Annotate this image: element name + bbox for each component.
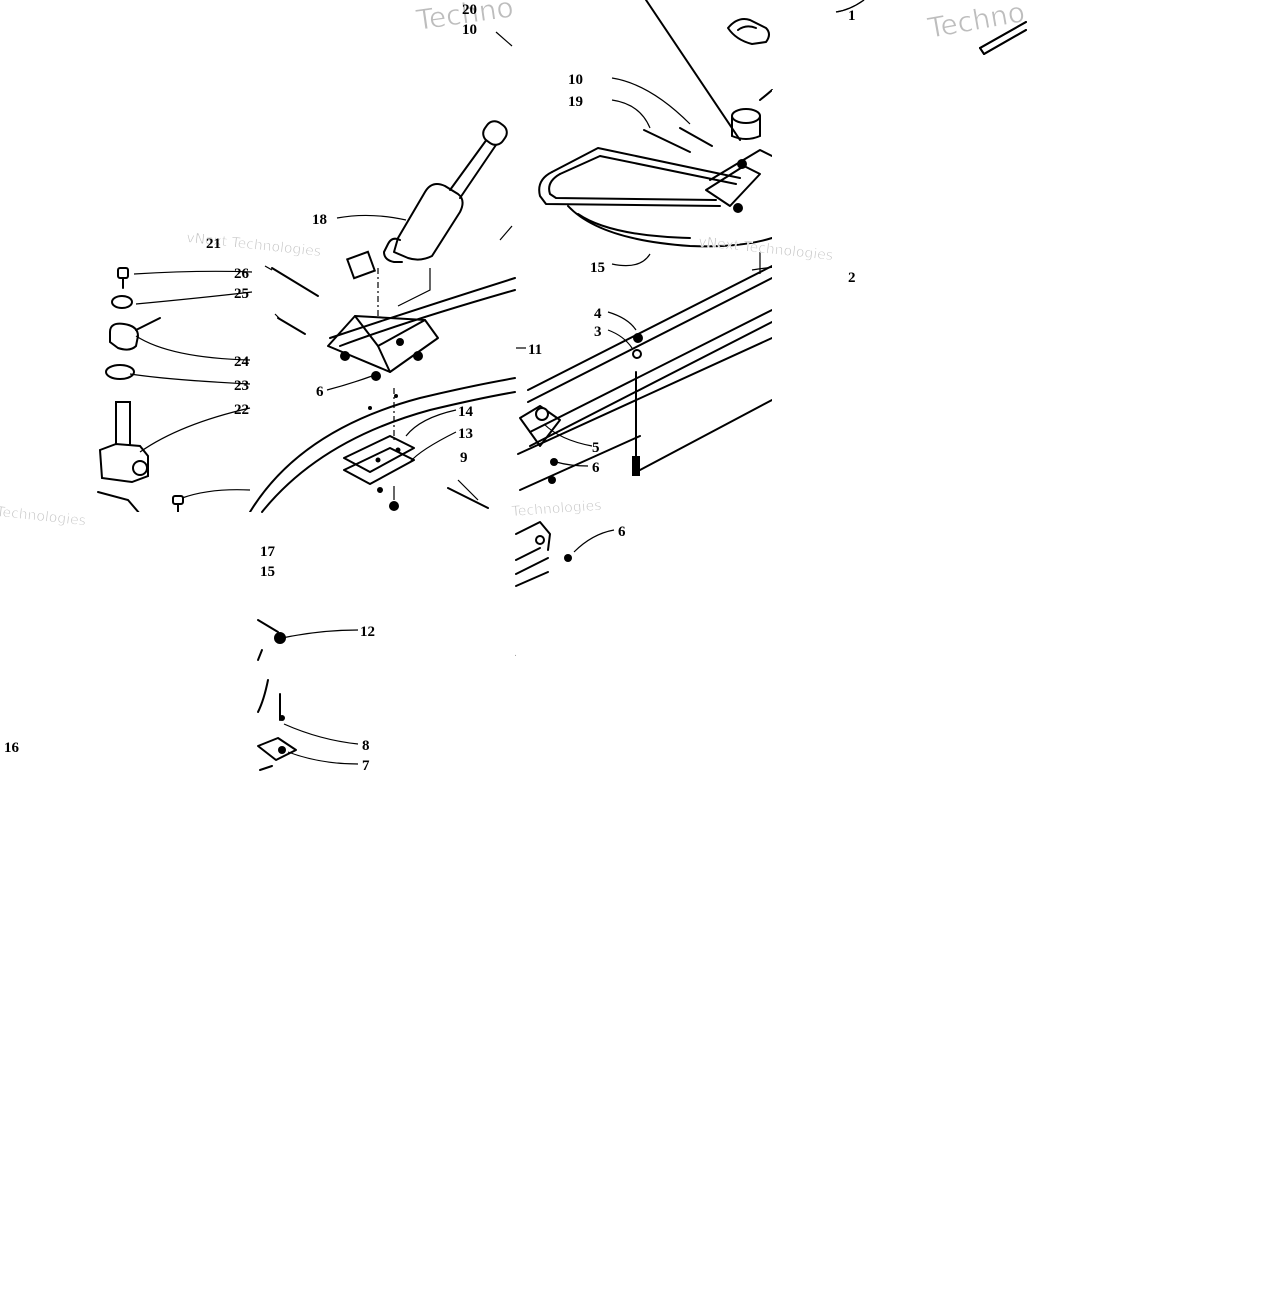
- spindle-assembly: [97, 267, 161, 515]
- callout-20: 20: [462, 2, 477, 18]
- callout-15-top: 15: [590, 260, 605, 276]
- tile-bottom-left: [257, 619, 359, 771]
- callout-23: 23: [234, 378, 249, 394]
- top-right-rod-visible: [835, 0, 1027, 55]
- handle-bar: [538, 147, 773, 248]
- callout-8: 8: [362, 738, 370, 754]
- callout-5: 5: [592, 440, 600, 456]
- upper-hitch: [643, 0, 773, 213]
- callout-12: 12: [360, 624, 375, 640]
- callout-7: 7: [362, 758, 370, 774]
- watermark-technologies-mid: Technologies: [510, 498, 602, 520]
- callout-16: 16: [4, 740, 20, 756]
- callout-6-left: 6: [316, 384, 324, 400]
- callout-10-top: 10: [462, 22, 477, 38]
- callout-19: 19: [568, 94, 583, 110]
- callout-14: 14: [458, 404, 474, 420]
- callout-6-rail: 6: [592, 460, 600, 476]
- leader-lines-tl: [129, 31, 526, 501]
- callout-1: 1: [848, 8, 856, 24]
- ski-outline: [249, 225, 516, 513]
- callout-11: 11: [528, 342, 542, 358]
- tile-top-left: [97, 31, 526, 515]
- tile-bottom-right: [515, 521, 615, 657]
- callout-22: 22: [234, 402, 249, 418]
- callout-26: 26: [234, 266, 250, 282]
- callout-21: 21: [206, 236, 221, 252]
- callout-24: 24: [234, 354, 250, 370]
- callout-13: 13: [458, 426, 473, 442]
- callout-2: 2: [848, 270, 856, 286]
- callouts: 20 10 1 10 19 18 21 26 25 24 23 22 6 14 …: [4, 2, 856, 774]
- callout-3: 3: [594, 324, 602, 340]
- callout-25: 25: [234, 286, 249, 302]
- callout-18: 18: [312, 212, 327, 228]
- plates: [172, 394, 489, 513]
- side-rails: [517, 265, 773, 491]
- callout-6-bottom: 6: [618, 524, 626, 540]
- callout-9: 9: [460, 450, 468, 466]
- shock-absorber: [383, 120, 508, 263]
- mount-bracket: [327, 250, 439, 381]
- leader-lines-tr: [543, 0, 865, 467]
- callout-15-bottom: 15: [260, 564, 275, 580]
- callout-4: 4: [594, 306, 602, 322]
- bolts: [264, 265, 319, 335]
- callout-17: 17: [260, 544, 276, 560]
- callout-10-right: 10: [568, 72, 583, 88]
